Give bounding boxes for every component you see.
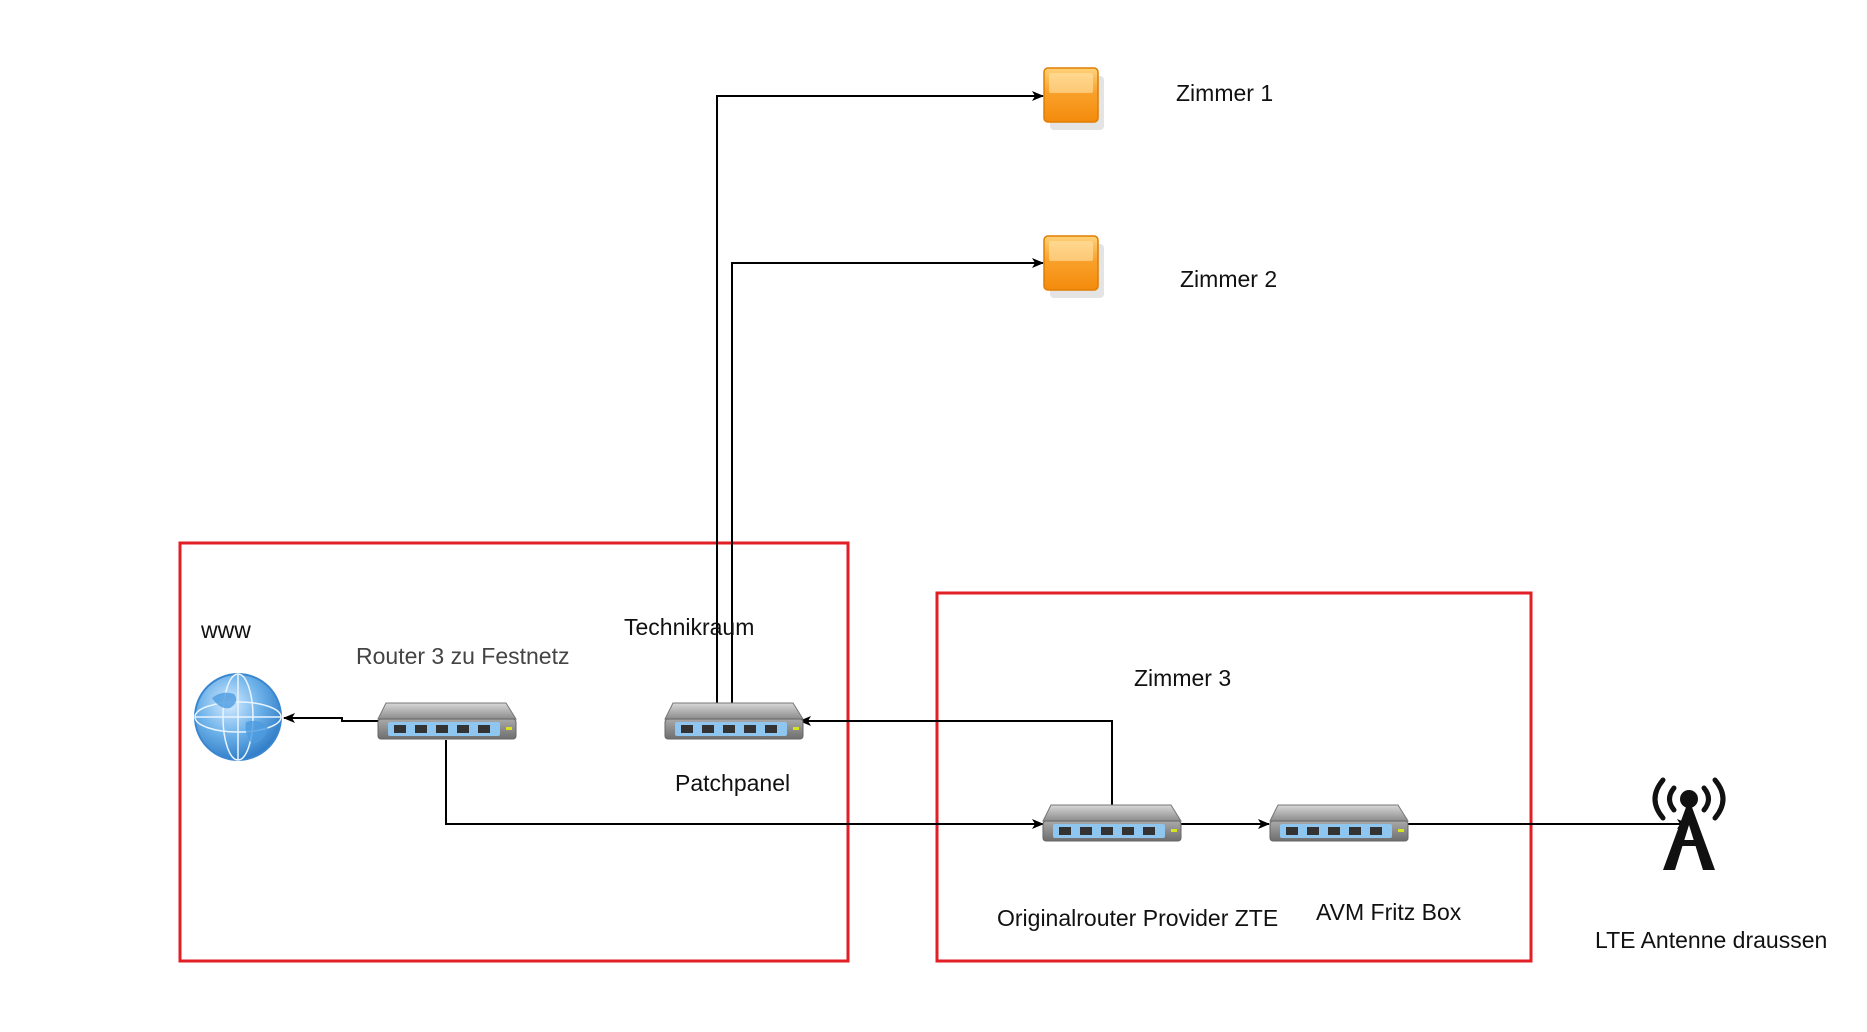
label-technikraum: Technikraum <box>624 614 755 640</box>
edge-patchpanel-to-zimmer2 <box>731 258 1044 703</box>
edge-router3-to-www <box>283 713 378 723</box>
network-switch-icon <box>664 702 804 740</box>
edge-zte-to-patchpanel <box>799 716 1113 805</box>
globe-icon <box>194 673 282 761</box>
room-square-icon <box>1043 235 1104 298</box>
edge-router3-to-zte <box>445 740 1044 829</box>
label-fritzbox: AVM Fritz Box <box>1316 899 1462 925</box>
network-switch-icon <box>1269 804 1409 842</box>
radio-tower-icon <box>1652 777 1726 870</box>
label-zte: Originalrouter Provider ZTE <box>997 905 1279 931</box>
edge-patchpanel-to-zimmer1 <box>716 91 1044 703</box>
label-zimmer2: Zimmer 2 <box>1180 266 1278 292</box>
label-lte: LTE Antenne draussen <box>1595 927 1828 953</box>
label-zimmer1: Zimmer 1 <box>1176 80 1274 106</box>
room-square-icon <box>1043 67 1104 130</box>
group-technikraum-box <box>178 541 850 963</box>
network-switch-icon <box>377 702 517 740</box>
label-router3: Router 3 zu Festnetz <box>356 643 570 669</box>
label-www: www <box>201 617 251 643</box>
network-switch-icon <box>1042 804 1182 842</box>
group-zimmer3-box <box>935 591 1533 963</box>
label-patchpanel: Patchpanel <box>675 770 791 796</box>
label-zimmer3: Zimmer 3 <box>1134 665 1232 691</box>
